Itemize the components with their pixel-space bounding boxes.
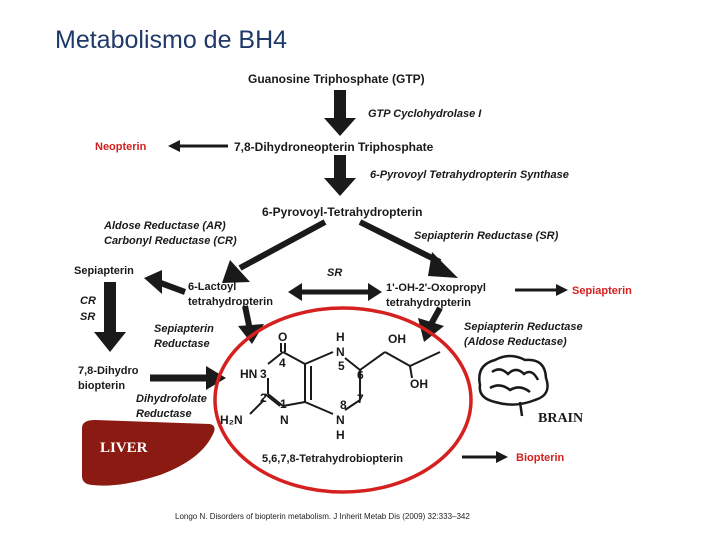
sr-aldose-line1: Sepiapterin Reductase <box>464 321 583 333</box>
sr-label: SR <box>80 311 95 323</box>
dhfr-line2: Reductase <box>136 408 192 420</box>
arrow-pyruvoyl-to-lactoyl <box>222 219 327 283</box>
atom-o: O <box>278 330 287 344</box>
atom-h2n: H₂N <box>220 413 243 427</box>
atom-num-4: 4 <box>279 356 286 370</box>
citation: Longo N. Disorders of biopterin metaboli… <box>175 512 470 521</box>
atom-num-6: 6 <box>357 368 364 382</box>
bh4-highlight-ellipse <box>213 306 473 494</box>
carbonyl-reductase-label: Carbonyl Reductase (CR) <box>104 235 237 247</box>
atom-num-7: 7 <box>357 392 364 406</box>
pyruvoyl-tetrahydropterin-label: 6-Pyrovoyl-Tetrahydropterin <box>262 205 422 219</box>
oxopropyl-line2: tetrahydropterin <box>386 297 471 309</box>
arrow-dihydrobiopterin-to-bh4 <box>150 366 226 390</box>
arrow-oxopropyl-to-sepiapterin <box>515 284 568 296</box>
dihydrobiopterin-line2: biopterin <box>78 380 125 392</box>
atom-oh-bottom: OH <box>410 377 428 391</box>
liver-illustration <box>82 420 215 486</box>
atom-oh-top: OH <box>388 332 406 346</box>
cr-label: CR <box>80 295 96 307</box>
sepiapterin-reductase-sr-label: Sepiapterin Reductase (SR) <box>414 230 559 242</box>
sepiapterin-right-label: Sepiapterin <box>572 285 632 297</box>
atom-h-top: H <box>336 330 345 344</box>
atom-num-3: 3 <box>260 367 267 381</box>
atom-hn: HN <box>240 367 257 381</box>
dihydrobiopterin-line1: 7,8-Dihydro <box>78 365 139 377</box>
aldose-reductase-label: Aldose Reductase (AR) <box>103 220 226 232</box>
dhfr-line1: Dihydrofolate <box>136 393 207 405</box>
sr-center-label: SR <box>327 267 342 279</box>
biopterin-label: Biopterin <box>516 452 565 464</box>
gtp-cyclohydrolase-label: GTP Cyclohydrolase I <box>368 108 482 120</box>
ptps-enzyme-label: 6-Pyrovoyl Tetrahydropterin Synthase <box>370 169 569 181</box>
arrow-dihydroneopterin-to-pyruvoyl <box>324 155 356 196</box>
arrow-pyruvoyl-to-oxopropyl <box>358 219 458 278</box>
sepiapterin-left-label: Sepiapterin <box>74 265 134 277</box>
arrow-to-neopterin <box>168 140 228 152</box>
sr-aldose-line2: (Aldose Reductase) <box>464 336 567 348</box>
brain-label: BRAIN <box>538 411 583 426</box>
sepiapterin-reductase-line2: Reductase <box>154 338 210 350</box>
arrow-gtp-to-dihydroneopterin <box>324 90 356 136</box>
atom-n-bottom: N <box>336 413 345 427</box>
arrow-sr-bidirectional <box>288 283 382 301</box>
slide-title: Metabolismo de BH4 <box>55 26 288 54</box>
liver-label: LIVER <box>100 440 148 456</box>
atom-n-top: N <box>336 345 345 359</box>
lactoyl-line1: 6-Lactoyl <box>188 281 236 293</box>
atom-num-2: 2 <box>260 391 267 405</box>
brain-illustration <box>478 354 549 417</box>
neopterin-label: Neopterin <box>95 141 147 153</box>
tetrahydrobiopterin-label: 5,6,7,8-Tetrahydrobiopterin <box>262 453 403 465</box>
arrow-sepiapterin-to-dihydrobiopterin <box>94 282 126 352</box>
arrow-lactoyl-to-sepiapterin <box>144 270 187 295</box>
sepiapterin-reductase-line1: Sepiapterin <box>154 323 214 335</box>
oxopropyl-line1: 1'-OH-2'-Oxopropyl <box>386 282 486 294</box>
lactoyl-line2: tetrahydropterin <box>188 296 273 308</box>
atom-num-1: 1 <box>280 397 287 411</box>
atom-num-8: 8 <box>340 398 347 412</box>
arrow-oxopropyl-to-bh4 <box>418 306 444 342</box>
arrow-bh4-to-biopterin <box>462 451 508 463</box>
atom-num-5: 5 <box>338 359 345 373</box>
bh4-structure-bonds <box>249 343 441 415</box>
atom-h-bottom: H <box>336 428 345 442</box>
gtp-label: Guanosine Triphosphate (GTP) <box>248 72 425 86</box>
atom-n-bottom-left: N <box>280 413 289 427</box>
dihydroneopterin-triphosphate-label: 7,8-Dihydroneopterin Triphosphate <box>234 140 434 154</box>
